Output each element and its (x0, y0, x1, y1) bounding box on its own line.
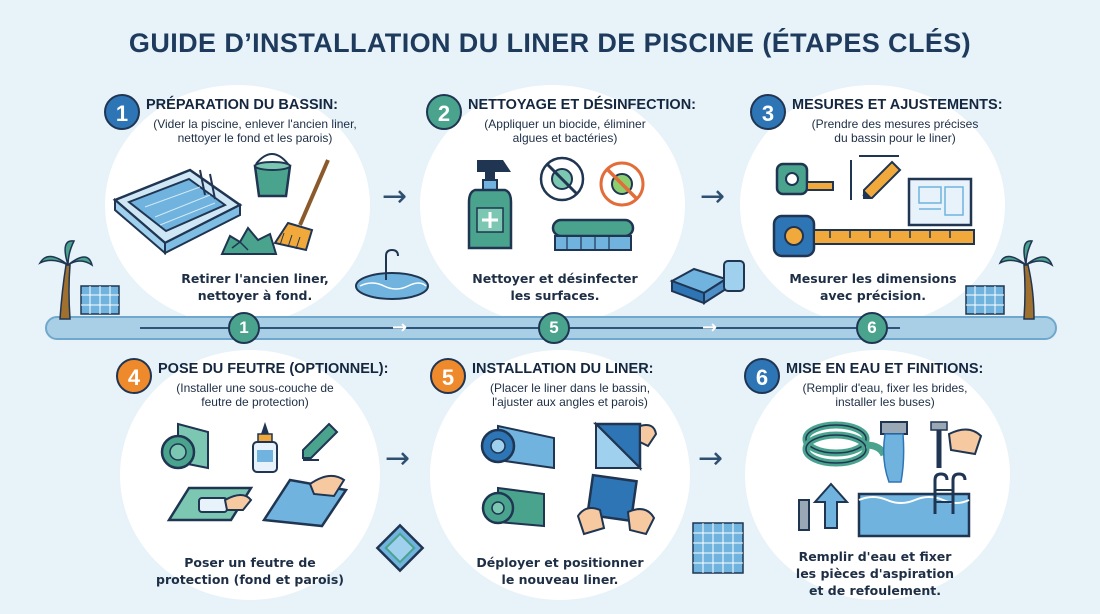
step-6-panel (745, 350, 1010, 600)
blueprint-icon (907, 177, 973, 227)
step-number-badge: 4 (116, 358, 152, 394)
step-number-badge: 1 (104, 94, 140, 130)
step-description: (Remplir d'eau, fixer les brides,install… (802, 381, 968, 409)
empty-pool-icon (112, 168, 243, 256)
tile-panel-icon (80, 285, 120, 315)
chevron-right-icon: → (392, 317, 408, 338)
mosaic-tiles-icon (692, 522, 744, 574)
mini-pool-icon (355, 248, 429, 300)
step-number-badge: 3 (750, 94, 786, 130)
liner-corner-icon (592, 421, 658, 472)
step-title: MISE EN EAU ET FINITIONS: (786, 361, 984, 377)
filled-pool-ladder-icon (857, 472, 971, 538)
page-title: GUIDE D’INSTALLATION DU LINER DE PISCINE… (128, 28, 972, 58)
palm-tree-icon (998, 240, 1054, 320)
virus-crossed-icon (539, 156, 585, 202)
step-number-badge: 5 (430, 358, 466, 394)
liner-box-icon (669, 260, 745, 305)
pool-tile-diamond-icon (375, 523, 425, 573)
felt-sheet-hand-icon (166, 486, 254, 522)
liner-roll-green-icon (481, 486, 545, 528)
timeline-node: 1 (228, 312, 260, 344)
palm-tree-icon (38, 240, 94, 320)
step-description: (Placer le liner dans le bassin,l'ajuste… (489, 381, 651, 409)
arrow-right-icon: → (698, 441, 724, 476)
step-number-badge: 2 (426, 94, 462, 130)
water-stream-icon (880, 421, 908, 483)
step-5-panel (430, 350, 690, 600)
step-title: MESURES ET AJUSTEMENTS: (792, 97, 1003, 113)
step-4-panel (120, 350, 380, 600)
step-title: INSTALLATION DU LINER: (472, 361, 654, 377)
liner-roll-icon (480, 424, 555, 470)
step-title: POSE DU FEUTRE (OPTIONNEL): (158, 361, 389, 377)
tape-measure-icon (775, 162, 834, 196)
step-number-badge: 6 (744, 358, 780, 394)
step-description: (Vider la piscine, enlever l'ancien line… (153, 117, 357, 145)
hands-positioning-icon (576, 473, 656, 536)
chevron-right-icon: → (702, 317, 718, 338)
timeline-node: 5 (538, 312, 570, 344)
fill-arrow-icon (798, 482, 850, 531)
step-title: PRÉPARATION DU BASSIN: (146, 97, 338, 113)
timeline-line (140, 327, 900, 329)
arrow-right-icon: → (385, 441, 411, 476)
step-2-panel (420, 85, 685, 325)
bacteria-crossed-icon (599, 161, 645, 207)
glue-bottle-icon (252, 422, 278, 473)
scrub-brush-icon (551, 218, 635, 251)
arrow-right-icon: → (382, 179, 408, 214)
felt-roll-icon (160, 422, 209, 470)
broom-icon (273, 159, 330, 252)
pencil-icon (863, 160, 902, 199)
timeline-node: 6 (856, 312, 888, 344)
tape-measure-large-icon (772, 214, 975, 258)
marker-pen-icon (302, 422, 339, 461)
step-title: NETTOYAGE ET DÉSINFECTION: (468, 97, 696, 113)
valve-hand-icon (930, 421, 983, 468)
bucket-icon (253, 153, 292, 198)
debris-pile-icon (220, 226, 278, 255)
arrow-right-icon: → (700, 179, 726, 214)
garden-hose-icon (802, 421, 888, 467)
tile-panel-icon (965, 285, 1005, 315)
spray-bottle-icon (467, 160, 513, 250)
step-caption: Retirer l'ancien liner,nettoyer à fond. (181, 271, 329, 303)
liner-sheet-hand-icon (261, 474, 349, 528)
